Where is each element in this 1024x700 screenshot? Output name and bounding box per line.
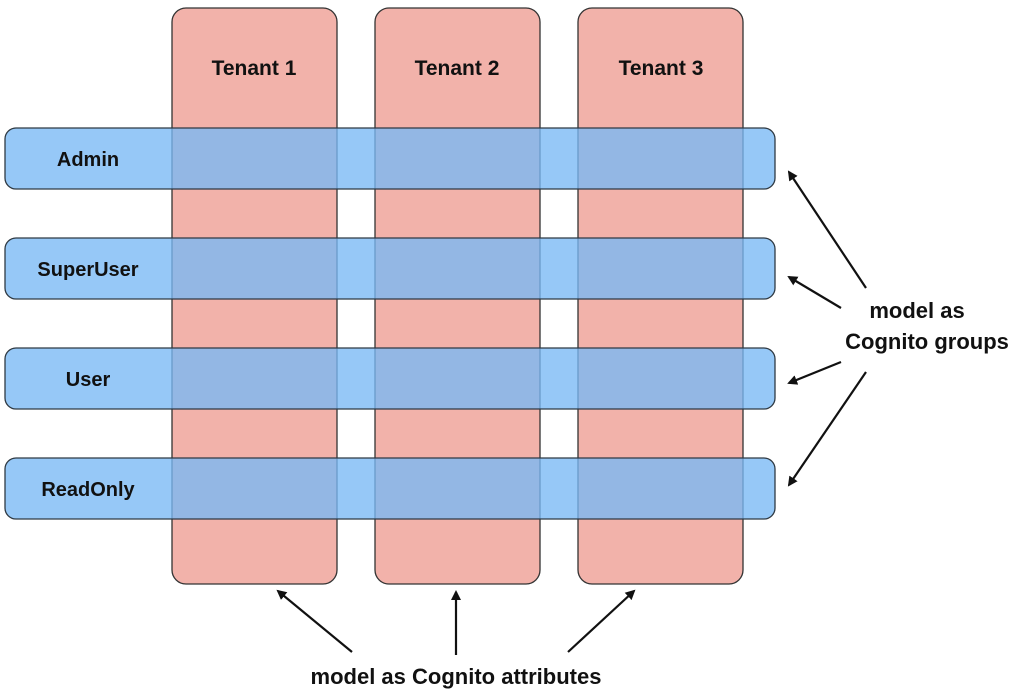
attributes-annotation-label: model as Cognito attributes xyxy=(311,664,602,689)
arrow-to-admin xyxy=(787,170,867,289)
attributes-annotation: model as Cognito attributes xyxy=(276,589,636,689)
arrow-to-tenant-1 xyxy=(276,589,353,653)
tenant-labels: Tenant 1 Tenant 2 Tenant 3 xyxy=(212,57,704,80)
groups-annotation: model as Cognito groups xyxy=(787,170,1009,487)
role-label-user: User xyxy=(66,369,111,391)
role-band-readonly xyxy=(4,457,776,520)
role-bands xyxy=(4,127,776,520)
role-label-admin: Admin xyxy=(57,149,119,171)
arrow-to-user xyxy=(787,360,842,385)
tenant-label-2: Tenant 2 xyxy=(415,57,500,80)
role-band-superuser xyxy=(4,237,776,300)
tenant-label-1: Tenant 1 xyxy=(212,57,297,80)
arrow-to-superuser xyxy=(787,275,842,309)
role-label-readonly: ReadOnly xyxy=(41,479,135,501)
role-labels: Admin SuperUser User ReadOnly xyxy=(37,149,138,501)
tenant-label-3: Tenant 3 xyxy=(619,57,704,80)
role-label-superuser: SuperUser xyxy=(37,259,138,281)
groups-annotation-line-2: Cognito groups xyxy=(845,329,1009,354)
arrow-to-readonly xyxy=(787,371,867,487)
role-band-user xyxy=(4,347,776,410)
arrow-to-tenant-3 xyxy=(567,589,636,653)
groups-annotation-line-1: model as xyxy=(869,298,964,323)
role-band-admin xyxy=(4,127,776,190)
